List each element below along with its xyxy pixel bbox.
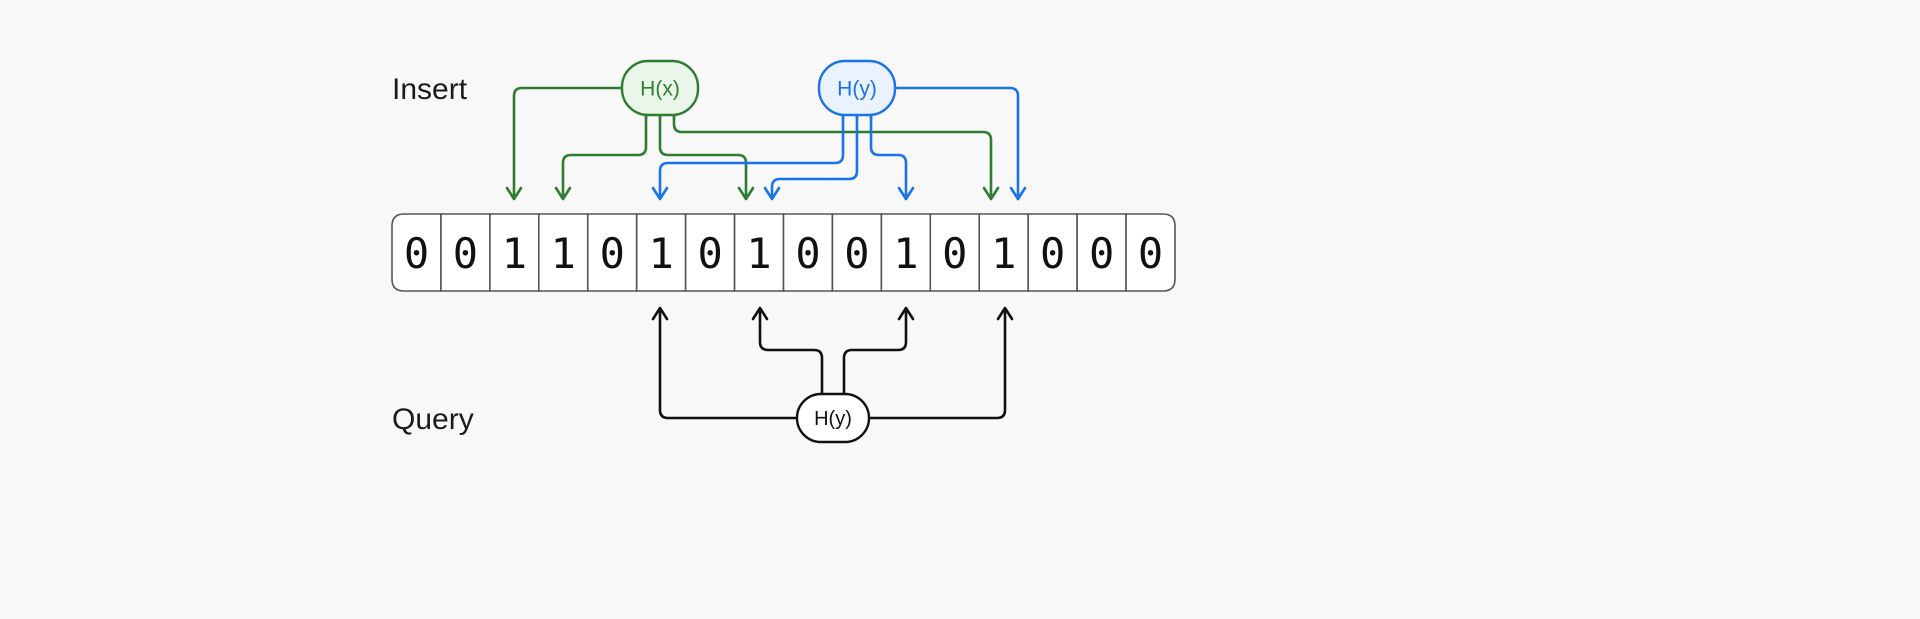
- bit-value: 0: [1138, 229, 1163, 278]
- query-hash-node[interactable]: H(y): [795, 392, 871, 444]
- hx-wire-cell-12: [672, 113, 993, 197]
- query-wire-cell-8: [758, 310, 824, 398]
- bit-cell[interactable]: [1125, 213, 1176, 292]
- hy-arrowhead-cell-13: [1009, 186, 1027, 201]
- query-label: Query: [392, 403, 474, 436]
- hx-arrowhead-cell-3: [554, 186, 572, 201]
- query-arrowheads: [651, 306, 1014, 321]
- hy-arrowhead-cell-5: [651, 186, 669, 201]
- hx-arrowhead-cell-7: [737, 186, 755, 201]
- insert-arrowheads: [505, 186, 1027, 201]
- insert-label: Insert: [392, 73, 468, 106]
- bit-value: 0: [1040, 229, 1065, 278]
- bit-value: 0: [453, 229, 478, 278]
- hx-arrowhead-cell-2: [505, 186, 523, 201]
- bit-value: 1: [649, 229, 674, 278]
- bit-value: 1: [991, 229, 1016, 278]
- query-arrowhead-cell-8: [751, 306, 769, 321]
- hy-arrowhead-cell-8: [763, 186, 781, 201]
- hx-wire-cell-2: [512, 86, 624, 197]
- bit-value: 0: [942, 229, 967, 278]
- hy-arrowhead-cell-10: [897, 186, 915, 201]
- query-hash-capsule[interactable]: [795, 392, 871, 444]
- hy-wire-cell-5: [658, 113, 845, 197]
- query-wire-cell-13: [867, 310, 1007, 420]
- hy-wire-cell-13: [893, 86, 1020, 197]
- query-wire-cell-10: [842, 310, 908, 398]
- query-wires: [658, 310, 1007, 420]
- bit-value: 0: [795, 229, 820, 278]
- bit-value: 0: [844, 229, 869, 278]
- bit-value: 0: [600, 229, 625, 278]
- bit-value: 0: [1089, 229, 1114, 278]
- insert-hash-y-node[interactable]: H(y): [817, 59, 897, 120]
- hx-wire-cell-3: [561, 113, 648, 197]
- bit-value: 1: [502, 229, 527, 278]
- bit-cell[interactable]: [391, 213, 442, 292]
- query-arrowhead-cell-13: [996, 306, 1014, 321]
- bit-value: 0: [697, 229, 722, 278]
- bit-value: 1: [551, 229, 576, 278]
- bit-value: 0: [404, 229, 429, 278]
- insert-hx-wires: [512, 86, 993, 197]
- hy-wire-cell-10: [869, 113, 908, 197]
- insert-hash-x-node[interactable]: H(x): [620, 59, 700, 120]
- bit-value: 1: [893, 229, 918, 278]
- hx-arrowhead-cell-12: [982, 186, 1000, 201]
- query-arrowhead-cell-5: [651, 306, 669, 321]
- bit-value: 1: [746, 229, 771, 278]
- query-hash-label: H(y): [814, 408, 852, 430]
- hash-y-capsule[interactable]: [817, 59, 897, 117]
- query-arrowhead-cell-10: [897, 306, 915, 321]
- hx-wire-cell-7: [658, 113, 748, 197]
- hy-wire-cell-8: [770, 113, 859, 197]
- query-wire-cell-5: [658, 310, 799, 420]
- hash-x-capsule[interactable]: [620, 59, 700, 117]
- hash-x-label: H(x): [640, 78, 680, 101]
- insert-hy-wires: [658, 86, 1020, 197]
- hash-y-label: H(y): [837, 78, 877, 101]
